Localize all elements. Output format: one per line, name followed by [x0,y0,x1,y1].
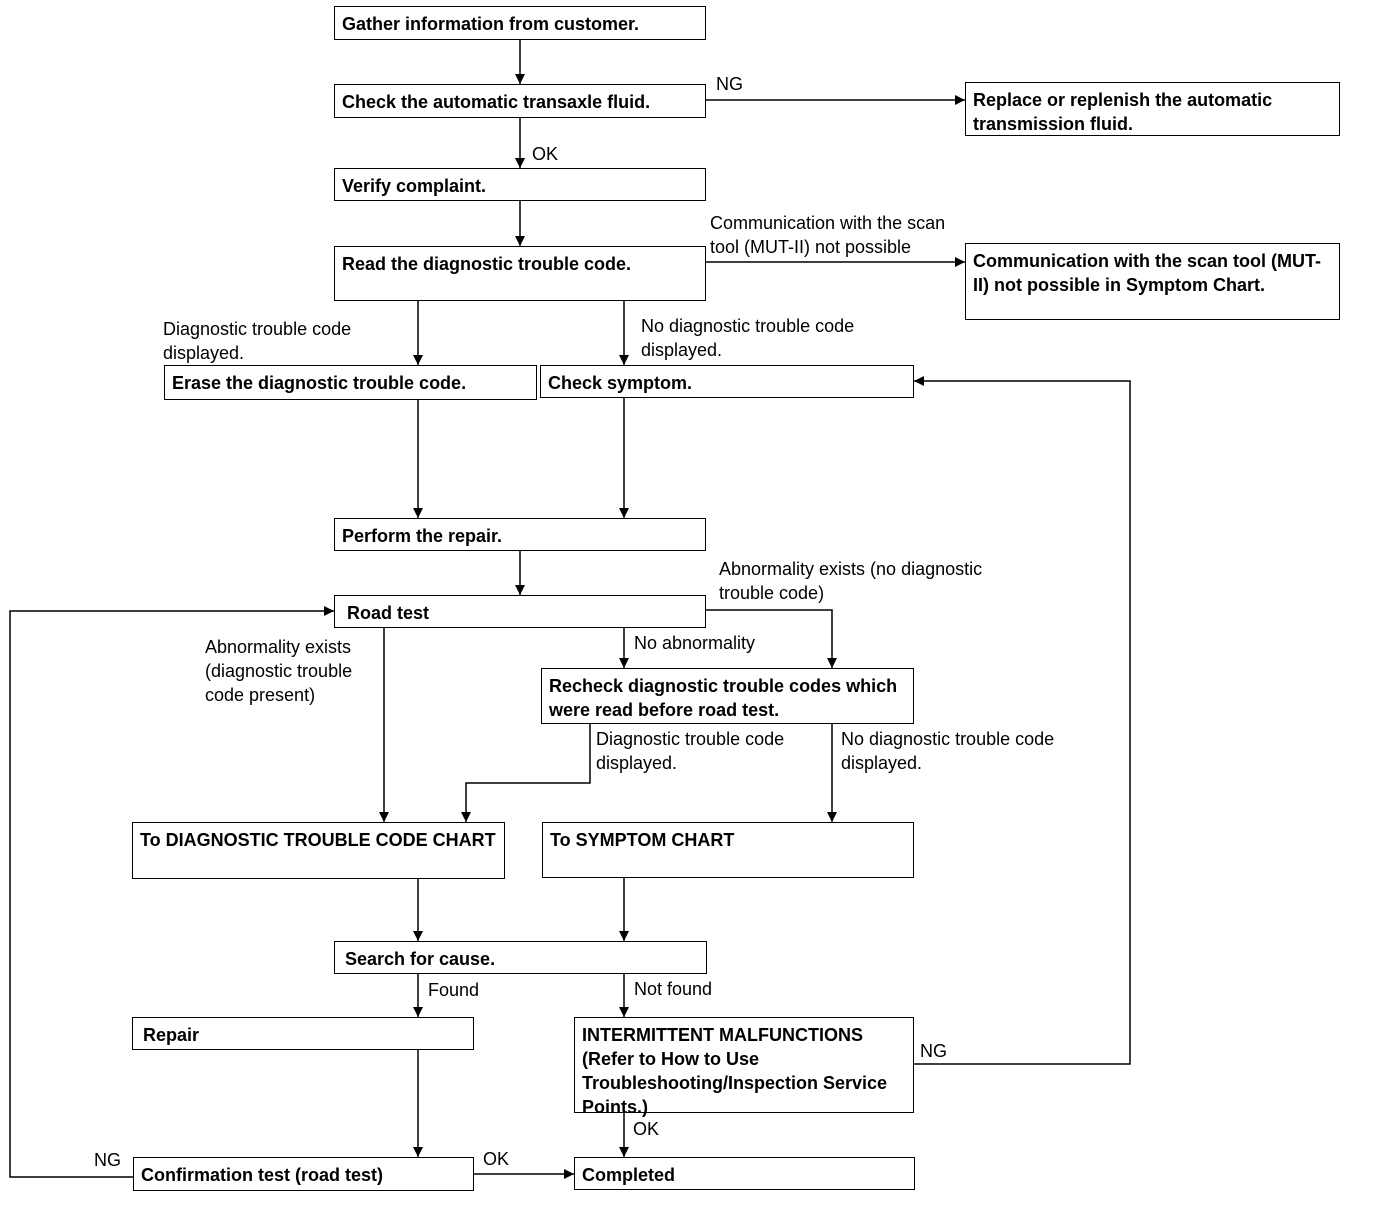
step-completed: Completed [574,1157,915,1190]
label-confirmation-ng: NG [94,1150,121,1170]
label-found: Found [428,980,480,1000]
arrow-recheck-dtc-to-dtc-chart [461,724,591,822]
step-perform-repair: Perform the repair. [334,518,706,551]
label-intermittent-ng: NG [920,1041,947,1061]
step-erase-dtc: Erase the diagnostic trouble code. [164,365,537,400]
label-confirmation-ok: OK [483,1149,510,1169]
step-check-symptom: Check symptom. [540,365,914,398]
label-recheck-dtc-displayed: Diagnostic trouble code displayed. [596,729,785,773]
label-recheck-no-dtc: No diagnostic trouble code displayed. [841,729,1055,773]
step-read-dtc: Read the diagnostic trouble code. [334,246,706,301]
label-no-abnormality: No abnormality [634,633,756,653]
label-fluid-ok: OK [532,144,559,164]
arrow-confirmation-ng-to-road-test [9,606,334,1178]
arrow-road-test-abnormality-no-dtc [706,609,837,668]
step-check-fluid: Check the automatic transaxle fluid. [334,84,706,118]
step-comm-not-possible-symptom: Communication with the scan tool (MUT-II… [965,243,1340,320]
label-fluid-ng: NG [716,74,743,94]
label-abnormality-dtc-present: Abnormality exists (diagnostic trouble c… [205,637,353,705]
step-gather-information: Gather information from customer. [334,6,706,40]
step-to-dtc-chart: To DIAGNOSTIC TROUBLE CODE CHART [132,822,505,879]
step-confirmation-test: Confirmation test (road test) [133,1157,474,1191]
step-intermittent-malfunctions: INTERMITTENT MALFUNCTIONS (Refer to How … [574,1017,914,1117]
arrow-intermittent-ng-to-check-symptom [914,376,1131,1065]
step-verify-complaint: Verify complaint. [334,168,706,201]
step-road-test: Road test [334,595,706,628]
label-dtc-displayed: Diagnostic trouble code displayed. [163,319,352,363]
step-to-symptom-chart: To SYMPTOM CHART [542,822,914,878]
label-intermittent-ok: OK [633,1119,660,1139]
step-replace-fluid: Replace or replenish the automatic trans… [965,82,1340,136]
label-not-found: Not found [634,979,713,999]
label-comm-not-possible: Communication with the scan tool (MUT-II… [710,213,946,257]
step-recheck-dtc: Recheck diagnostic trouble codes which w… [541,668,914,724]
label-abnormality-no-dtc: Abnormality exists (no diagnostic troubl… [719,559,983,603]
step-search-cause: Search for cause. [334,941,707,974]
label-no-dtc-displayed: No diagnostic trouble code displayed. [641,316,855,360]
step-repair: Repair [132,1017,474,1050]
